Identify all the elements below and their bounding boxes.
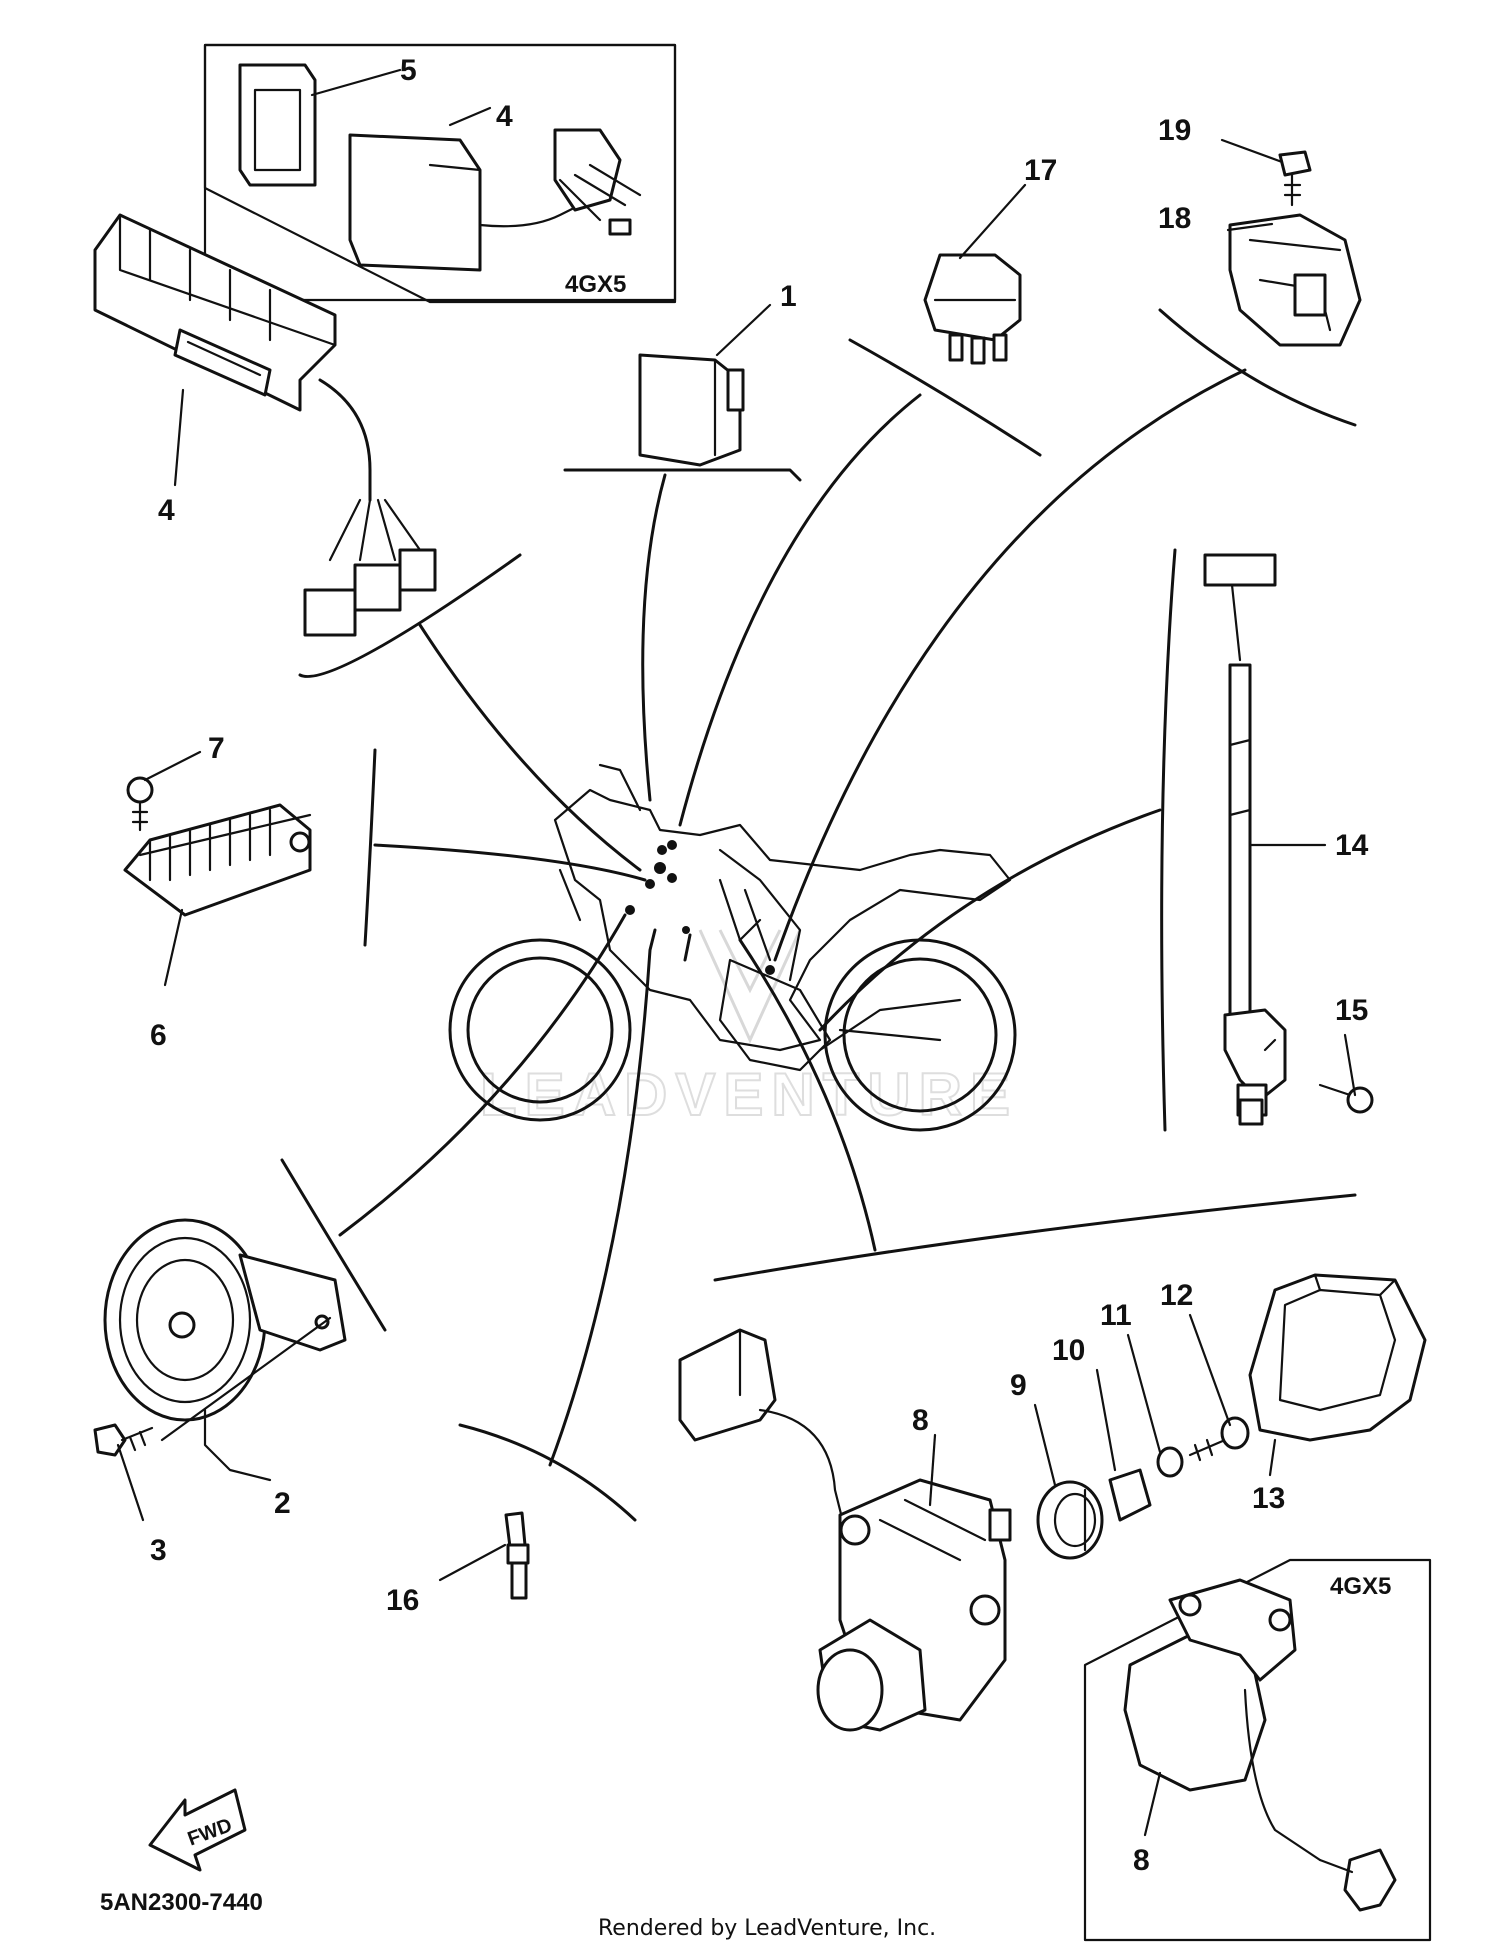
callout-5: 5 — [400, 54, 417, 87]
callout-2: 2 — [274, 1487, 291, 1520]
callout-6: 6 — [150, 1019, 167, 1052]
callout-12: 12 — [1160, 1279, 1193, 1312]
switch-part-14 — [1203, 553, 1287, 1126]
starter-motor-part-8 — [678, 1328, 1012, 1732]
part-number: 5AN2300-7440 — [100, 1889, 263, 1916]
callout-8-main: 8 — [912, 1404, 929, 1437]
callout-3: 3 — [150, 1534, 167, 1567]
starter-relay-part-18 — [1228, 213, 1362, 347]
callout-11: 11 — [1100, 1299, 1132, 1332]
render-credit: Rendered by LeadVenture, Inc. — [598, 1916, 936, 1941]
motorcycle-outline — [448, 763, 1017, 1132]
bolt-part-3 — [93, 1423, 154, 1457]
watermark-text: LEADVENTURE — [480, 1061, 1018, 1128]
horn-part-2 — [103, 1218, 347, 1422]
cover-part-13 — [1248, 1273, 1427, 1442]
callout-17: 17 — [1024, 154, 1057, 187]
callout-15: 15 — [1335, 994, 1368, 1027]
group-brackets — [280, 308, 1357, 1522]
cover-part-5 — [238, 63, 317, 187]
callout-4-main: 4 — [158, 494, 175, 527]
module-part-4-large — [93, 213, 437, 637]
sensor-part-16 — [504, 1511, 530, 1600]
bolt-part-12 — [1188, 1416, 1250, 1462]
leader-curves — [338, 368, 1247, 1467]
inset-box-top: 4GX5 — [203, 43, 677, 304]
screw-part-15 — [1318, 1083, 1374, 1114]
bolt-part-19 — [1278, 150, 1312, 207]
callout-18: 18 — [1158, 202, 1191, 235]
callout-7: 7 — [208, 732, 225, 765]
screw-part-7 — [126, 776, 154, 832]
module-part-4-small — [348, 128, 642, 272]
callout-4-inset: 4 — [496, 100, 513, 133]
callout-labels: 1 2 3 4 4 5 6 7 8 8 9 10 11 12 13 14 15 … — [150, 54, 1369, 1877]
callout-14: 14 — [1335, 829, 1369, 862]
callout-leaders — [116, 68, 1357, 1837]
collar-part-10 — [1108, 1468, 1152, 1522]
relay-part-17 — [923, 253, 1022, 365]
inset-box-bottom: 4GX5 — [1083, 1558, 1432, 1942]
grommet-part-9 — [1036, 1480, 1104, 1560]
callout-13: 13 — [1252, 1482, 1285, 1515]
watermark: LEADVENTURE — [479, 929, 1018, 1129]
starter-motor-part-8-alt — [1123, 1578, 1397, 1912]
callout-8-inset: 8 — [1133, 1844, 1150, 1877]
model-code-top: 4GX5 — [565, 271, 626, 298]
fwd-arrow-icon: FWD — [148, 1788, 247, 1872]
callout-1: 1 — [780, 280, 797, 313]
model-code-bottom: 4GX5 — [1330, 1573, 1391, 1600]
callout-10: 10 — [1052, 1334, 1085, 1367]
rectifier-part-6 — [123, 803, 312, 917]
relay-part-1 — [638, 353, 745, 467]
washer-part-11 — [1156, 1446, 1184, 1478]
callout-19: 19 — [1158, 114, 1191, 147]
callout-9: 9 — [1010, 1369, 1027, 1402]
callout-16: 16 — [386, 1584, 419, 1617]
